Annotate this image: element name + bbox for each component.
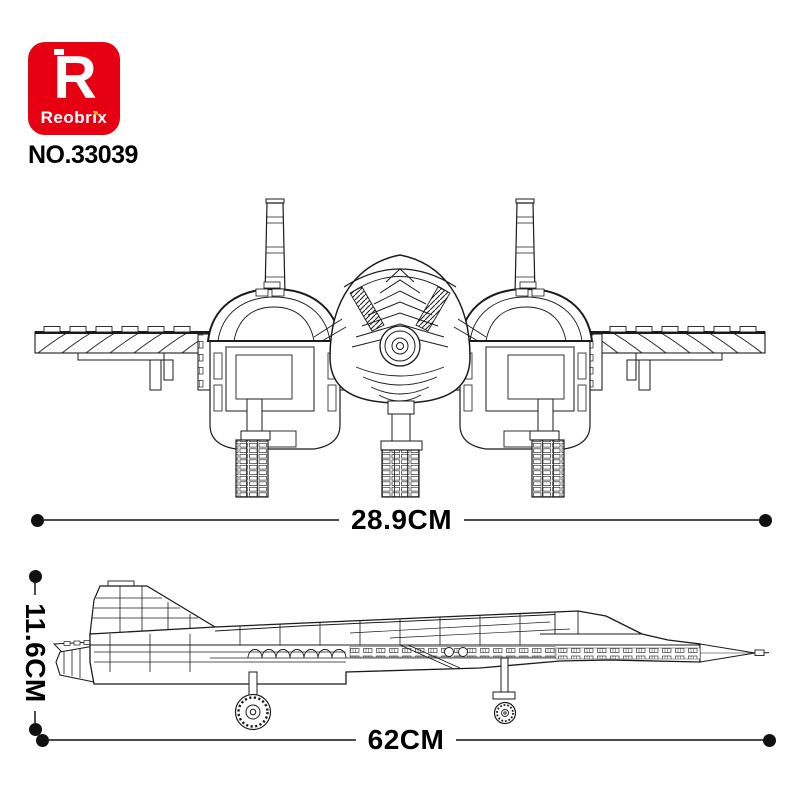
dimension-line xyxy=(456,738,764,742)
height-dimension: 11.6CM xyxy=(17,570,53,736)
dimension-line xyxy=(464,518,760,522)
dimension-endpoint-dot xyxy=(759,513,773,527)
logo-i-dot-icon xyxy=(94,111,98,115)
front-view-drawing xyxy=(34,198,767,498)
left-landing-gear xyxy=(235,398,271,498)
logo-brick-stud-icon xyxy=(54,49,64,55)
left-wing xyxy=(34,326,211,391)
side-view-drawing xyxy=(52,580,769,731)
dimension-line xyxy=(49,738,356,742)
left-engine-nacelle xyxy=(206,281,342,450)
arch-band xyxy=(247,649,347,659)
dimension-endpoint-dot xyxy=(36,733,49,747)
fuselage xyxy=(89,610,769,685)
dimension-endpoint-dot xyxy=(31,513,44,527)
dimension-endpoint-dot xyxy=(763,733,777,747)
vertical-fin xyxy=(89,580,216,635)
dimension-line xyxy=(33,711,37,723)
canopy xyxy=(540,611,643,635)
length-dimension-label: 62CM xyxy=(367,724,445,755)
brand-logo-letter: R xyxy=(53,44,96,111)
center-landing-gear xyxy=(380,400,423,498)
model-number: NO.33039 xyxy=(28,141,138,169)
height-dimension-label-wrap: 11.6CM xyxy=(17,595,53,711)
center-nose-dome xyxy=(313,254,487,404)
width-dimension-label: 28.9CM xyxy=(350,504,453,535)
dimension-line xyxy=(33,583,37,595)
brand-logo: R Reobrix xyxy=(28,42,120,135)
width-dimension: 28.9CM xyxy=(31,504,773,535)
brand-logo-text-row: Reobrix xyxy=(28,108,120,128)
length-dimension: 62CM xyxy=(36,724,777,755)
dimension-line xyxy=(44,518,339,522)
dimension-endpoint-dot xyxy=(28,723,42,736)
dimension-endpoint-dot xyxy=(28,570,42,583)
engine-exhaust xyxy=(55,645,95,683)
brand-logo-text: Reobrix xyxy=(40,108,108,127)
main-landing-gear xyxy=(234,671,272,731)
height-dimension-label: 11.6CM xyxy=(20,603,51,703)
nose-landing-gear xyxy=(492,657,517,725)
